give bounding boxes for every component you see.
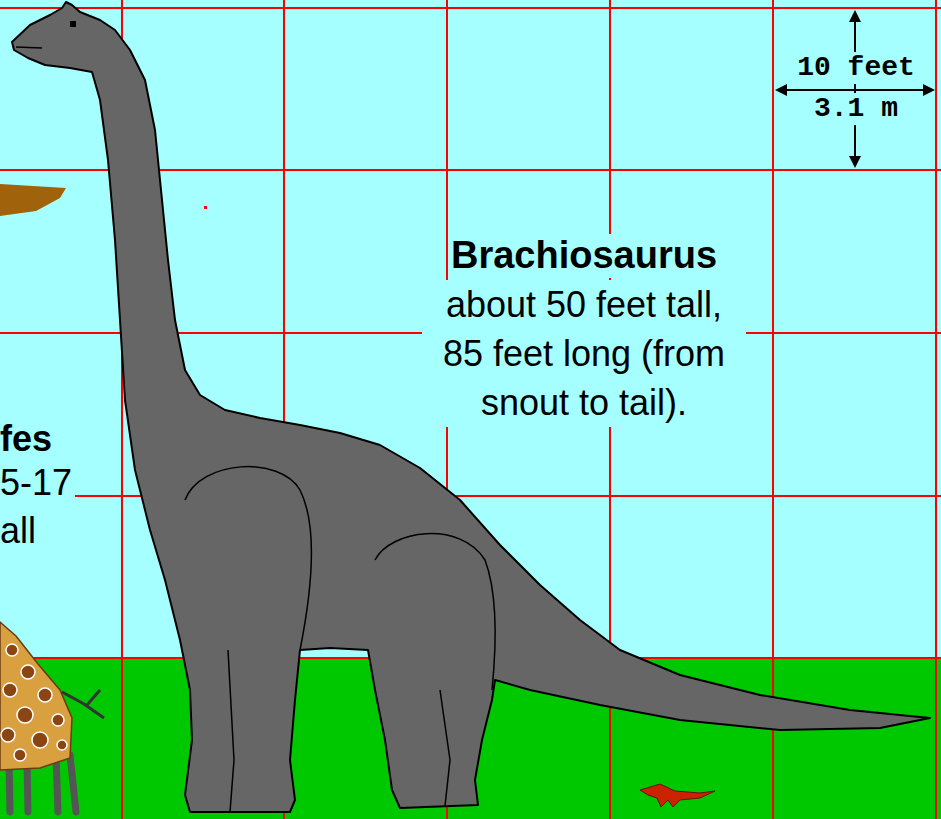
species-name: Brachiosaurus (448, 234, 720, 278)
small-dinosaur (640, 784, 715, 807)
tree-canopy (0, 184, 66, 216)
brachiosaurus-figure (12, 2, 930, 812)
dot (204, 206, 207, 209)
scale-arrows (775, 10, 935, 168)
giraffe (0, 622, 104, 812)
scale-dimension: 10 feet (794, 52, 918, 84)
species-name: fes (0, 418, 55, 459)
scale-dimension: 3.1 m (811, 93, 901, 125)
species-note: 5-17 (0, 462, 75, 503)
species-note: all (0, 510, 39, 551)
species-note: about 50 feet tall, 85 feet long (from s… (422, 280, 746, 427)
